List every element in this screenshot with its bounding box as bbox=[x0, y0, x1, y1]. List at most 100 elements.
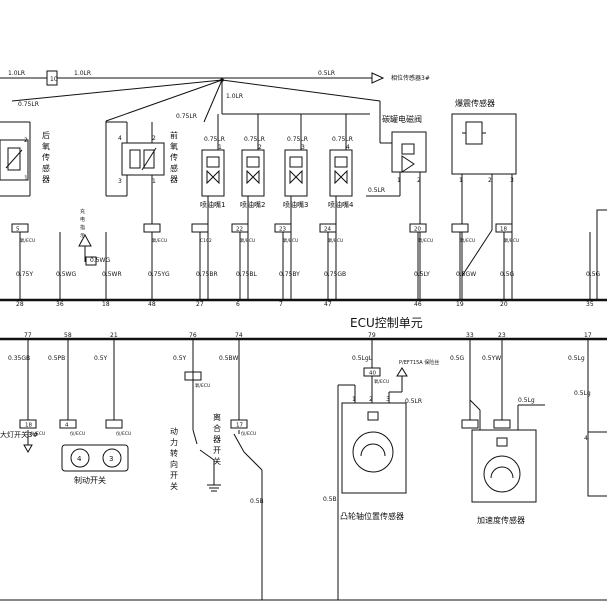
connector-wire-label: 0.5Lg bbox=[568, 355, 585, 362]
front-o2-diag bbox=[141, 147, 157, 171]
lamp-left-arrow bbox=[23, 444, 33, 454]
connector-wire-label: 0.5WR bbox=[102, 271, 122, 278]
pin-right-4: 4 bbox=[584, 435, 588, 442]
ecu-pin-top: 7 bbox=[279, 301, 283, 308]
rear-o2-diag bbox=[5, 149, 23, 169]
connector-housing bbox=[105, 419, 123, 429]
ecu-pin-top: 36 bbox=[56, 301, 64, 308]
cam-sensor-arc bbox=[360, 443, 386, 457]
injector-wire-label: 0.75LR bbox=[332, 136, 353, 143]
injector-wire-label: 0.75LR bbox=[287, 136, 308, 143]
injector-valve bbox=[206, 169, 220, 185]
right-component-edge bbox=[596, 209, 607, 301]
wire-knock-cross bbox=[461, 229, 493, 277]
pin-knock-1: 1 bbox=[459, 177, 463, 184]
connector-id: 17 bbox=[236, 423, 243, 429]
pin-cam-1: 1 bbox=[352, 396, 356, 403]
connector-tag: 仪/ECU bbox=[30, 431, 45, 437]
injector-coil bbox=[334, 156, 348, 168]
pin-can-1: 1 bbox=[397, 177, 401, 184]
connector-tag: 氧/ECU bbox=[283, 237, 298, 244]
pin-front-4: 4 bbox=[118, 135, 122, 142]
connector-row-bottom: 770.35GB18仪/ECU580.5PB4仪/ECU210.5Y仪/ECU7… bbox=[8, 332, 592, 437]
label-0-5wg-small: 0.5WG bbox=[90, 257, 110, 264]
injector-label: 喷油嘴1 bbox=[200, 200, 225, 209]
ecu-pin-bottom: 74 bbox=[235, 332, 243, 339]
ecu-pin-bottom: 17 bbox=[584, 332, 592, 339]
connector-wire-label: 0.75Y bbox=[16, 271, 33, 278]
brake-pin-4: 4 bbox=[77, 455, 82, 463]
pin-front-2: 2 bbox=[152, 135, 156, 142]
connector-housing bbox=[493, 419, 511, 429]
ecu-pin-bottom: 58 bbox=[64, 332, 72, 339]
connector-wire-label: 0.5G bbox=[586, 271, 601, 278]
ecu-pin-top: 47 bbox=[324, 301, 332, 308]
connector-wire-label: 0.5LY bbox=[414, 271, 430, 278]
connector-wire-label: 0.5BW bbox=[219, 355, 238, 362]
ecu-pin-top: 6 bbox=[236, 301, 240, 308]
connector-id: 18 bbox=[25, 423, 32, 429]
injector-wire-label: 0.75LR bbox=[204, 136, 225, 143]
connector-housing bbox=[363, 367, 381, 377]
fuse-note: P/EF715A 保险丝 bbox=[399, 359, 439, 366]
cam-fuse-arrow bbox=[396, 367, 408, 377]
label-0-75lr-mid: 0.75LR bbox=[176, 113, 197, 120]
brake-switch-terminal-3 bbox=[102, 448, 122, 468]
pin-rear-2: 2 bbox=[24, 137, 28, 144]
injector-group: 0.75LR1喷油嘴10.75LR2喷油嘴20.75LR3喷油嘴30.75LR4… bbox=[200, 114, 354, 300]
wire-fan-inj1 bbox=[203, 79, 223, 123]
connector-wire-label: 0.75YG bbox=[148, 271, 170, 278]
canister-valve-coil bbox=[401, 143, 415, 155]
label-ground-b: 0.5B bbox=[250, 498, 264, 505]
ecu-pin-top: 20 bbox=[500, 301, 508, 308]
injector-label: 喷油嘴4 bbox=[328, 200, 354, 209]
ecu-pin-top: 46 bbox=[414, 301, 422, 308]
lamp-left-label: 大灯开关3# bbox=[0, 430, 38, 439]
connector-id: 23 bbox=[279, 227, 286, 233]
ecu-pin-bottom: 79 bbox=[368, 332, 376, 339]
connector-tag: 氧/ECU bbox=[152, 237, 167, 244]
connector-wire-label: 0.75GB bbox=[324, 271, 346, 278]
label-0-5lg-small: 0.5Lg bbox=[518, 397, 535, 404]
pin-front-1: 1 bbox=[152, 178, 156, 185]
connector-id: 24 bbox=[324, 227, 331, 233]
pin-can-2: 2 bbox=[417, 177, 421, 184]
injector-valve bbox=[246, 169, 260, 185]
front-o2-heater bbox=[129, 149, 141, 169]
clutch-switch-arm bbox=[243, 451, 263, 471]
connector-wire-label: 0.5YW bbox=[482, 355, 501, 362]
throttle-sensor-arc bbox=[490, 466, 514, 479]
rear-o2-label-group: 后氧传感器 bbox=[42, 130, 50, 184]
connector-tag: 氧/ECU bbox=[460, 237, 475, 244]
connector-tag: C102 bbox=[200, 238, 212, 244]
ecu-pin-bottom: 23 bbox=[498, 332, 506, 339]
connector-bottom-76: 760.5Y氧/ECU bbox=[173, 332, 210, 420]
connector-wire-label: 0.75BR bbox=[196, 271, 218, 278]
pin-front-3: 3 bbox=[118, 178, 122, 185]
ecu-pin-top: 35 bbox=[586, 301, 594, 308]
label-0-5lr-canister: 0.5LR bbox=[368, 187, 385, 194]
label-0-5lr-small: 0.5LR bbox=[405, 398, 422, 405]
connector-tag: 仪/ECU bbox=[116, 431, 131, 437]
connector-wire-label: 0.75BL bbox=[236, 271, 257, 278]
pin-cam-3: 3 bbox=[386, 396, 390, 403]
label-phase-sensor: 相位传感器3# bbox=[391, 74, 430, 82]
knock-sensor-body bbox=[451, 113, 517, 175]
label-0-5lr-main: 0.5LR bbox=[318, 70, 335, 77]
injector-coil bbox=[206, 156, 220, 168]
charge-lamp-conn bbox=[85, 256, 97, 266]
label-0-75lr-left: 0.75LR bbox=[18, 101, 39, 108]
connector-housing bbox=[11, 223, 29, 233]
brake-switch-terminal-4 bbox=[70, 448, 90, 468]
